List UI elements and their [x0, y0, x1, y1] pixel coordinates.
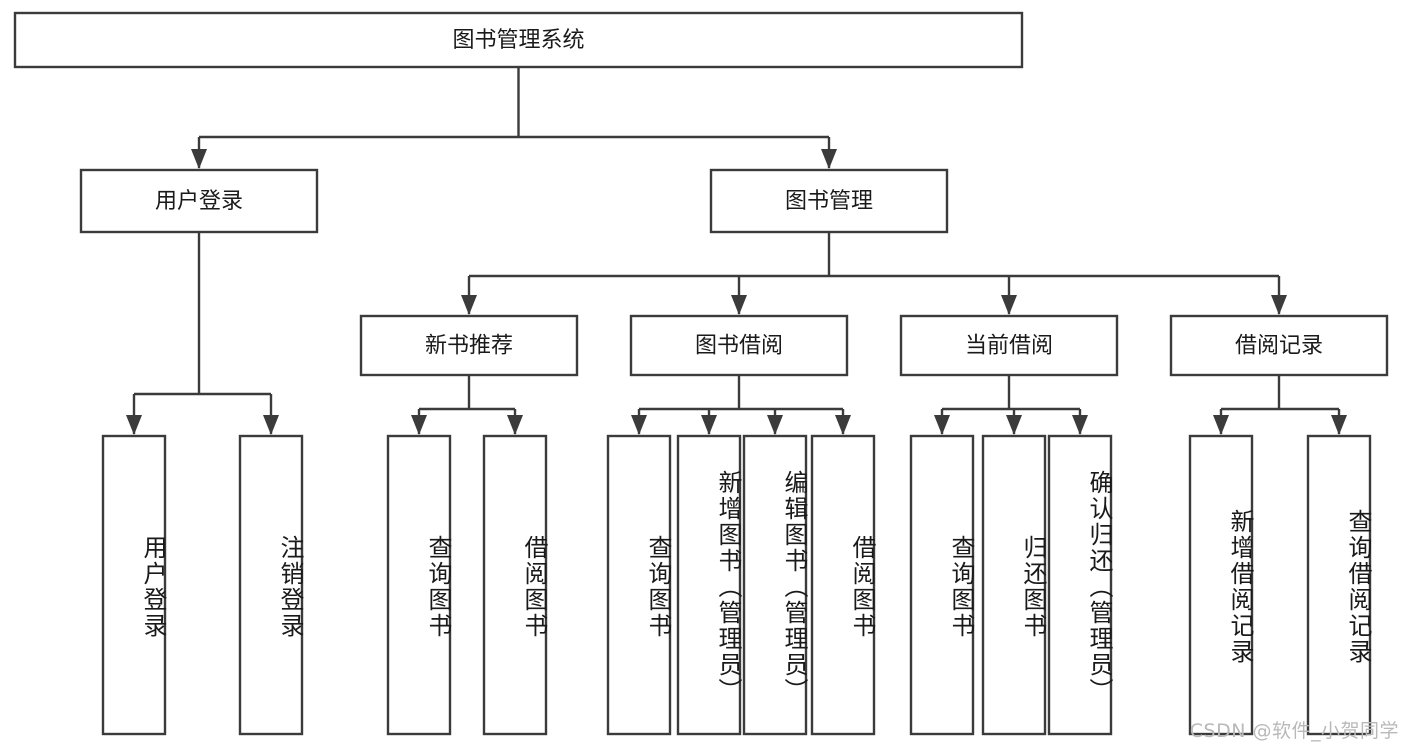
node-leaf-user-login-box[interactable]	[101, 434, 167, 736]
node-book-borrow-label: 图书借阅	[695, 334, 783, 359]
node-book-borrow-box[interactable]	[629, 314, 849, 377]
node-user-login-label: 用户登录	[155, 189, 243, 214]
csdn-watermark: CSDN @软件_小贺同学	[1189, 720, 1399, 742]
arrow-head-icon-leaf-borrow-book-2	[835, 415, 851, 435]
arrow-head-icon-borrow-record	[1271, 295, 1287, 315]
node-leaf-return-book-box[interactable]	[981, 434, 1047, 736]
arrow-head-icon-leaf-query-book-2	[631, 415, 647, 435]
node-leaf-query-book-2-box[interactable]	[606, 434, 672, 736]
node-borrow-record-box[interactable]	[1169, 314, 1389, 377]
arrow-head-icon-leaf-borrow-book-1	[507, 415, 523, 435]
node-borrow-record-label: 借阅记录	[1235, 334, 1323, 359]
arrow-head-icon-book-manage	[821, 149, 837, 169]
arrow-head-icon-leaf-return-book	[1006, 415, 1022, 435]
arrow-head-icon-leaf-logout	[263, 415, 279, 435]
arrow-head-icon-user-login	[191, 149, 207, 169]
node-root-box[interactable]	[13, 11, 1024, 69]
node-book-manage-label: 图书管理	[785, 189, 873, 214]
arrow-head-icon-leaf-add-record	[1213, 415, 1229, 435]
node-leaf-logout-box[interactable]	[238, 434, 304, 736]
arrow-head-icon-leaf-add-book	[701, 415, 717, 435]
node-root-label: 图书管理系统	[452, 28, 584, 53]
node-leaf-borrow-book-2-box[interactable]	[810, 434, 876, 736]
node-leaf-query-book-1-box[interactable]	[386, 434, 452, 736]
arrow-head-icon-current-borrow	[1001, 295, 1017, 315]
node-leaf-query-book-3-box[interactable]	[909, 434, 975, 736]
arrow-head-icon-leaf-user-login	[126, 415, 142, 435]
node-current-borrow-label: 当前借阅	[965, 334, 1053, 359]
node-new-book-rec-label: 新书推荐	[425, 334, 513, 359]
node-user-login-box[interactable]	[79, 168, 319, 234]
arrow-head-icon-leaf-confirm-return	[1072, 415, 1088, 435]
node-current-borrow-box[interactable]	[899, 314, 1119, 377]
arrow-head-icon-leaf-edit-book	[767, 415, 783, 435]
arrow-head-icon-leaf-query-book-3	[934, 415, 950, 435]
node-leaf-query-record-box[interactable]	[1306, 434, 1372, 736]
connectors-layer	[126, 67, 1347, 435]
arrow-head-icon-new-book-rec	[461, 295, 477, 315]
node-new-book-rec-box[interactable]	[359, 314, 579, 377]
node-leaf-add-record-box[interactable]	[1188, 434, 1254, 736]
arrow-head-icon-leaf-query-book-1	[411, 415, 427, 435]
arrow-head-icon-leaf-query-record	[1331, 415, 1347, 435]
node-leaf-confirm-return-box[interactable]	[1047, 434, 1113, 736]
node-leaf-add-book-box[interactable]	[676, 434, 742, 736]
node-leaf-borrow-book-1-box[interactable]	[482, 434, 548, 736]
node-leaf-edit-book-box[interactable]	[742, 434, 808, 736]
arrow-head-icon-book-borrow	[731, 295, 747, 315]
boxes-layer	[13, 11, 1389, 736]
node-book-manage-box[interactable]	[709, 168, 949, 234]
